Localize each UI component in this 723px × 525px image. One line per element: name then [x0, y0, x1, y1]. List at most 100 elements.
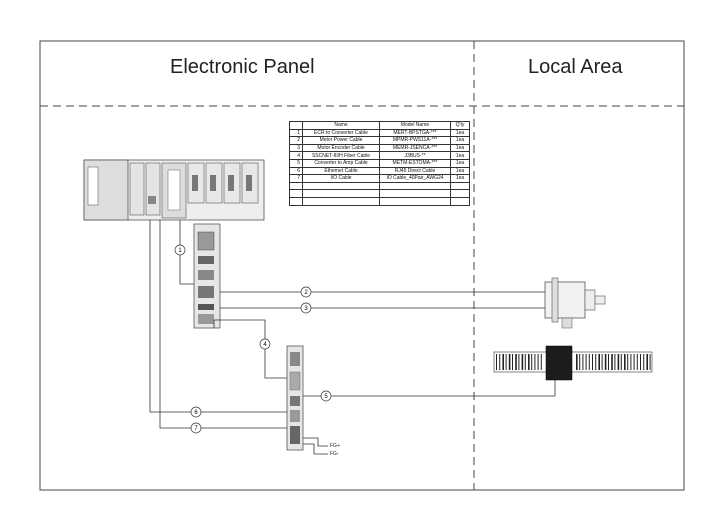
- scale-tick: [601, 354, 603, 370]
- callout-markers: 1 2 3 4 5 6 7: [174, 244, 332, 434]
- callout-3-text: 3: [304, 306, 308, 312]
- empty-cell: [379, 196, 451, 206]
- model-name-cell: METM-ESTOMA-***: [379, 158, 451, 168]
- quantity-cell: 1ea: [450, 136, 470, 145]
- scale-tick: [595, 354, 597, 370]
- cable-name-cell: Ethernet Cable: [302, 166, 380, 176]
- scale-tick: [512, 354, 513, 370]
- row-number-cell: 6: [289, 166, 303, 176]
- empty-table-row: [289, 196, 470, 206]
- model-name-cell: MEMR-JSENCA-***: [379, 143, 451, 153]
- frame-border: [39, 40, 685, 491]
- row-number-cell: 4: [289, 151, 303, 160]
- scale-tick: [576, 354, 578, 370]
- col-model-header: Model Name: [379, 121, 451, 130]
- scale-tick: [528, 354, 530, 370]
- callout-3-marker: 3: [300, 302, 312, 314]
- scale-tick: [624, 354, 626, 370]
- cable-name-cell: Motor Encoder Cable: [302, 143, 380, 153]
- model-name-cell: RJ45 Direct Cable: [379, 166, 451, 176]
- empty-cell: [289, 181, 303, 191]
- scale-tick: [585, 354, 587, 370]
- empty-cell: [450, 196, 470, 206]
- scale-tick: [611, 354, 613, 370]
- callout-7-marker: 7: [190, 422, 202, 434]
- electronic-panel-title: Electronic Panel: [170, 56, 315, 78]
- model-name-cell: MERT-BPSTGA-***: [379, 128, 451, 138]
- quantity-cell: 1ea: [450, 128, 470, 138]
- plc-rack: [83, 159, 265, 221]
- empty-cell: [289, 189, 303, 198]
- empty-cell: [302, 181, 380, 191]
- empty-cell: [450, 181, 470, 191]
- empty-cell: [379, 189, 451, 198]
- row-number-cell: 1: [289, 128, 303, 138]
- scale-tick: [531, 354, 533, 370]
- cable-name-cell: Motor Power Cable: [302, 136, 380, 145]
- servo-motor: [544, 277, 606, 329]
- callout-4-text: 4: [263, 342, 267, 348]
- scale-tick: [588, 354, 590, 370]
- empty-cell: [302, 189, 380, 198]
- col-name-header: Name: [302, 121, 380, 130]
- scale-tick: [505, 354, 507, 370]
- scale-tick: [524, 354, 526, 370]
- row-number-cell: 2: [289, 136, 303, 145]
- callout-5-marker: 5: [320, 390, 332, 402]
- scale-tick: [630, 354, 632, 370]
- empty-cell: [289, 196, 303, 206]
- col-no-header: [289, 121, 303, 130]
- quantity-cell: 1ea: [450, 143, 470, 153]
- callout-2-text: 2: [304, 290, 308, 296]
- empty-table-row: [289, 189, 470, 198]
- empty-cell: [302, 196, 380, 206]
- scale-tick: [643, 354, 645, 370]
- local-area-title: Local Area: [528, 56, 623, 78]
- callout-4-marker: 4: [259, 338, 271, 350]
- empty-cell: [379, 181, 451, 191]
- scale-tick: [614, 354, 616, 370]
- converter-unit: [286, 345, 304, 451]
- callout-1-marker: 1: [174, 244, 186, 256]
- quantity-cell: 1ea: [450, 174, 470, 183]
- linear-scale: [493, 345, 653, 381]
- scale-tick: [582, 354, 584, 370]
- scale-tick: [540, 354, 542, 370]
- scale-tick: [633, 354, 635, 370]
- cable-name-cell: I/O Cable: [302, 174, 380, 183]
- callout-7-text: 7: [194, 426, 198, 432]
- row-number-cell: 3: [289, 143, 303, 153]
- scale-tick: [592, 354, 593, 370]
- col-qty-header: Q'ty: [450, 121, 470, 130]
- cable-name-cell: Converter to Amp Cable: [302, 158, 380, 168]
- scale-tick: [627, 354, 629, 370]
- quantity-cell: 1ea: [450, 166, 470, 176]
- parts-table-header: Name Model Name Q'ty: [289, 121, 470, 130]
- empty-cell: [450, 189, 470, 198]
- scale-tick: [515, 354, 517, 370]
- cable-name-cell: SSCNET-III/H Fiber Cable: [302, 151, 380, 160]
- callout-6-text: 6: [194, 410, 198, 416]
- scale-tick: [496, 354, 497, 370]
- scale-tick: [534, 354, 536, 370]
- scale-tick: [620, 354, 622, 370]
- scale-tick: [636, 354, 638, 370]
- scale-tick: [508, 354, 511, 370]
- scale-tick: [608, 354, 609, 370]
- quantity-cell: 1ea: [450, 151, 470, 160]
- row-number-cell: 5: [289, 158, 303, 168]
- empty-table-row: [289, 181, 470, 191]
- callout-1-text: 1: [178, 248, 182, 254]
- servo-amplifier: [193, 223, 221, 329]
- cables: [149, 220, 556, 455]
- row-number-cell: 7: [289, 174, 303, 183]
- scale-tick: [604, 354, 607, 370]
